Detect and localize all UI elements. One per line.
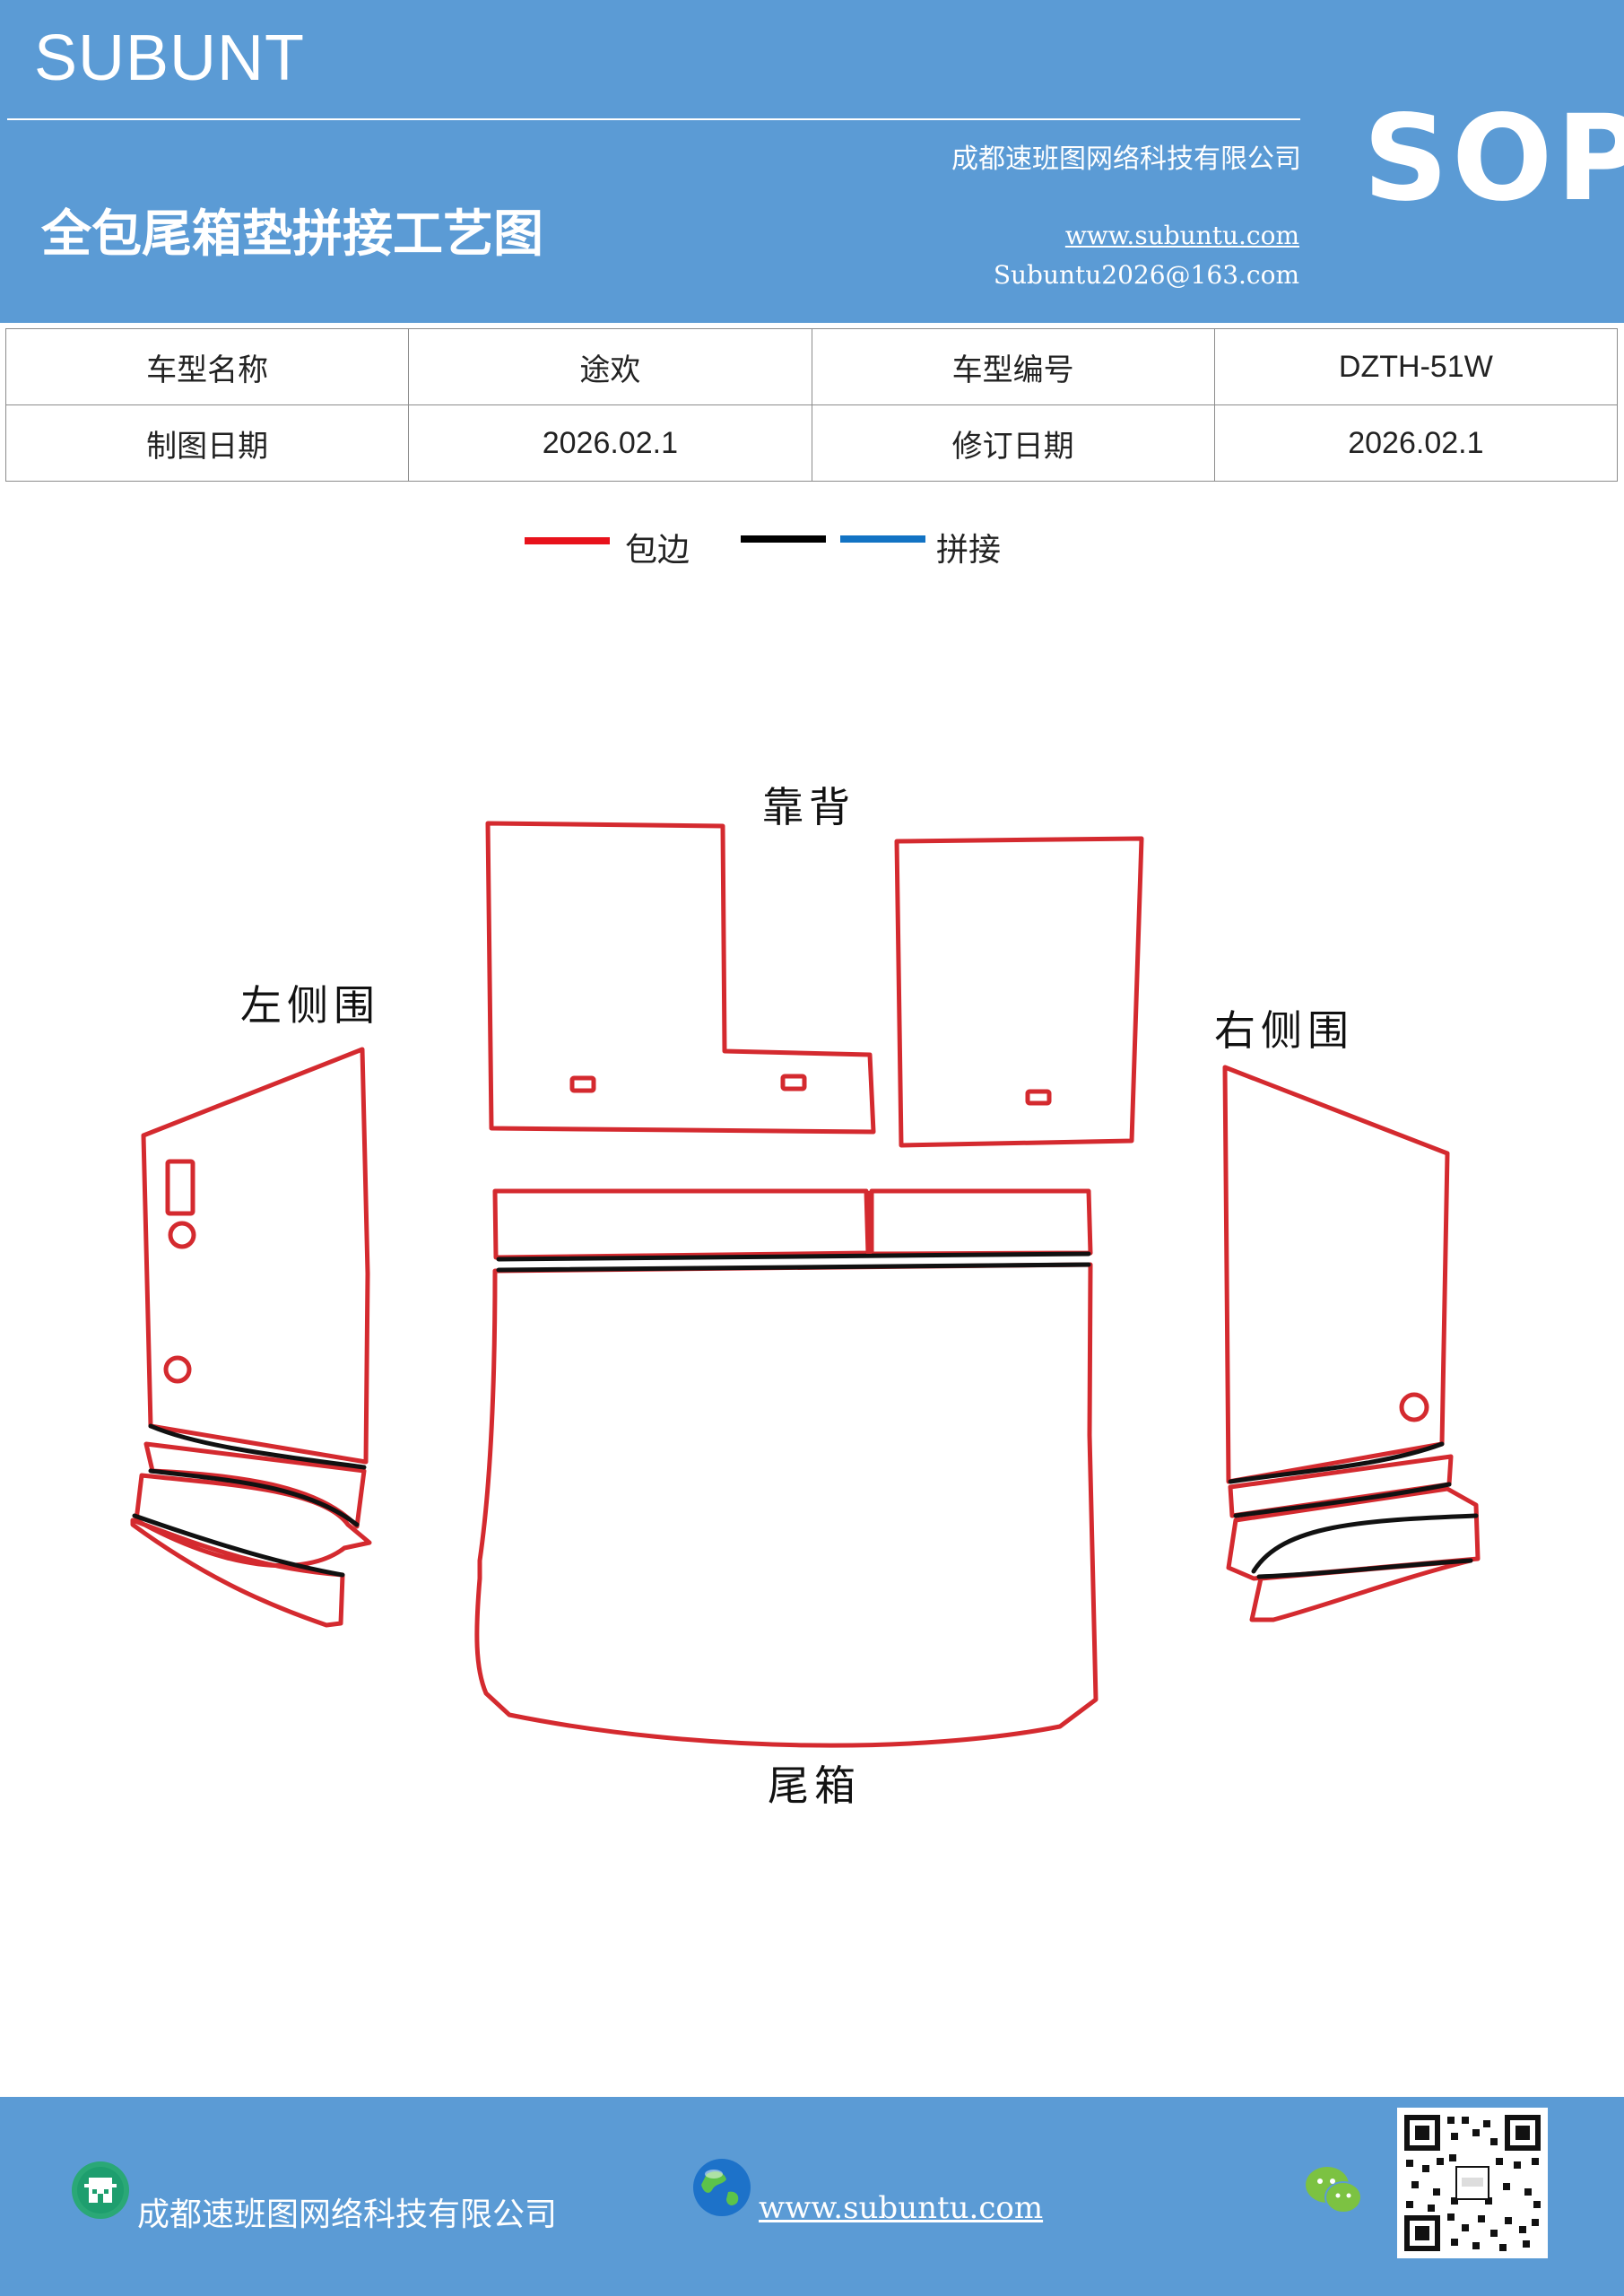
legend-splice-swatch	[840, 535, 925, 543]
backrest-right-piece	[894, 836, 1144, 1148]
backrest-slot	[780, 1074, 807, 1091]
website-link[interactable]: www.subuntu.com	[1064, 221, 1299, 250]
right-side-hole	[1399, 1392, 1429, 1422]
legend-splice-label: 拼接	[936, 532, 1002, 569]
middle-strip-right	[869, 1188, 1093, 1257]
revision-date-value: 2026.02.1	[1213, 404, 1619, 482]
revision-date-label: 修订日期	[811, 404, 1215, 482]
trunk-label: 尾箱	[768, 1761, 861, 1810]
document-title: 全包尾箱垫拼接工艺图	[41, 205, 543, 264]
legend-edging-swatch	[525, 537, 610, 544]
right-seam	[1251, 1513, 1479, 1574]
left-side-label: 左侧围	[240, 981, 380, 1030]
right-side-bottom	[1226, 1486, 1481, 1622]
footer-company-name: 成都速班图网络科技有限公司	[137, 2196, 558, 2233]
model-code-value: DZTH-51W	[1213, 328, 1619, 405]
backrest-slot	[569, 1075, 596, 1093]
right-seam	[1228, 1441, 1445, 1484]
model-code-label: 车型编号	[811, 328, 1215, 405]
middle-strip-left	[492, 1188, 871, 1260]
email-address: Subuntu2026@163.com	[993, 260, 1299, 290]
backrest-slot	[1025, 1089, 1052, 1106]
header-banner	[0, 0, 1624, 323]
sop-badge: SOP	[1363, 90, 1624, 228]
globe-icon	[693, 2159, 751, 2216]
table-row: 制图日期 2026.02.1 修订日期 2026.02.1	[4, 404, 1619, 482]
legend-edging-label: 包边	[625, 532, 690, 569]
qr-code[interactable]	[1397, 2108, 1548, 2258]
company-name: 成都速班图网络科技有限公司	[951, 144, 1301, 175]
model-name-value: 途欢	[408, 328, 812, 405]
right-seam	[1233, 1482, 1452, 1518]
left-seam	[132, 1513, 345, 1578]
trunk-floor-piece	[474, 1262, 1099, 1748]
left-side-bottom	[130, 1473, 372, 1628]
footer-website-link[interactable]: www.subuntu.com	[759, 2190, 1044, 2226]
left-side-panel	[141, 1047, 370, 1465]
middle-seam	[496, 1251, 1091, 1262]
left-seam	[148, 1468, 360, 1527]
seam-red-divider	[866, 1191, 872, 1254]
wechat-icon	[1306, 2167, 1362, 2213]
left-side-hole	[168, 1221, 196, 1249]
info-table: 车型名称 途欢 车型编号 DZTH-51W 制图日期 2026.02.1 修订日…	[4, 328, 1619, 482]
table-row: 车型名称 途欢 车型编号 DZTH-51W	[4, 328, 1619, 405]
right-seam	[1256, 1558, 1473, 1579]
building-icon	[72, 2161, 129, 2219]
backrest-left-piece	[485, 821, 876, 1135]
model-name-label: 车型名称	[4, 328, 410, 405]
right-side-label: 右侧围	[1214, 1006, 1354, 1055]
header-divider	[7, 118, 1300, 120]
left-side-slot	[165, 1159, 195, 1216]
draw-date-label: 制图日期	[4, 404, 410, 482]
middle-seam	[496, 1262, 1091, 1273]
left-side-hole	[163, 1355, 192, 1384]
draw-date-value: 2026.02.1	[408, 404, 812, 482]
backrest-label: 靠背	[762, 783, 855, 831]
legend-seam-swatch	[741, 535, 826, 543]
brand-name: SUBUNT	[34, 22, 306, 94]
left-seam	[148, 1423, 367, 1470]
